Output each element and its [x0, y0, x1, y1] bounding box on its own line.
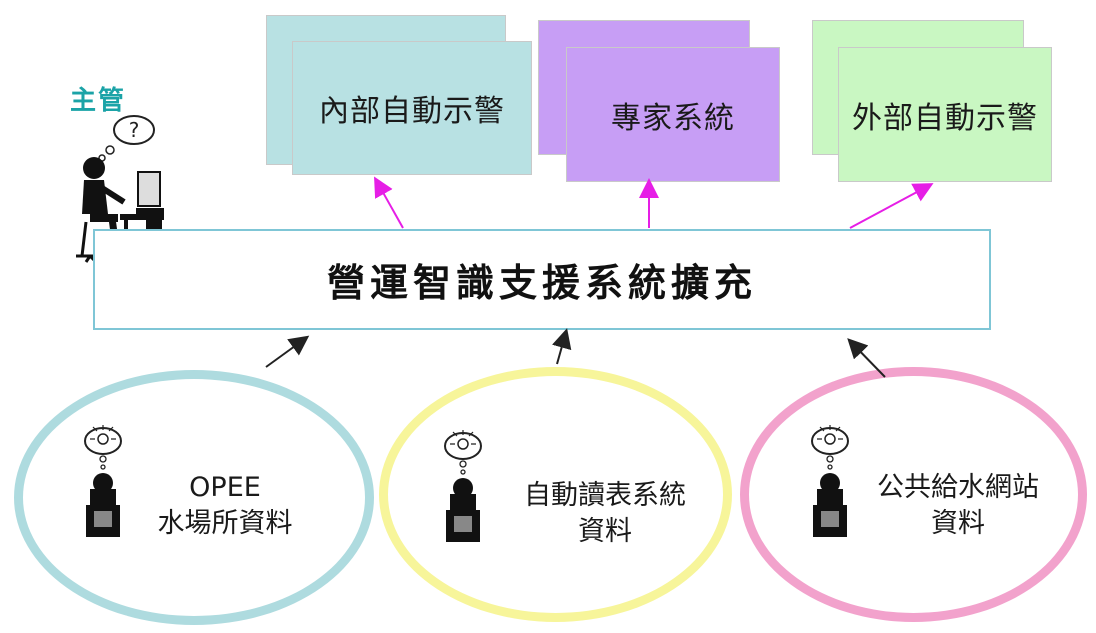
source-opee-line1: OPEE: [189, 472, 261, 503]
user-idea-icon-website: [811, 425, 849, 537]
output-card-internal: 內部自動示警: [292, 41, 532, 175]
central-system-title: 營運智識支援系統擴充: [326, 260, 757, 305]
source-website-line2: 資料: [931, 508, 985, 540]
thought-mark: ?: [129, 118, 140, 142]
arrow-to-internal: [374, 176, 404, 229]
central-system-box: 營運智識支援系統擴充: [93, 229, 991, 330]
source-opee-line2: 水場所資料: [157, 508, 293, 540]
arrow-from-website: [847, 338, 886, 378]
source-website-line1: 公共給水網站: [877, 472, 1039, 503]
source-label-opee: OPEE 水場所資料: [150, 470, 300, 543]
arrow-from-opee: [265, 335, 310, 368]
output-label-external: 外部自動示警: [852, 100, 1038, 136]
source-label-meter: 自動讀表系統 資料: [500, 478, 710, 551]
arrow-to-external: [849, 183, 934, 229]
arrow-from-meter: [552, 328, 572, 365]
output-card-external: 外部自動示警: [838, 47, 1052, 182]
output-label-internal: 內部自動示警: [319, 94, 505, 129]
source-ring-opee: [14, 370, 374, 625]
user-idea-icon-opee: [84, 425, 122, 537]
output-label-expert: 專家系統: [611, 100, 735, 136]
output-card-expert: 專家系統: [566, 47, 780, 182]
source-meter-line1: 自動讀表系統: [524, 480, 686, 511]
source-meter-line2: 資料: [578, 516, 632, 548]
source-ring-meter: [379, 367, 732, 622]
manager-label: 主管: [70, 86, 127, 116]
user-idea-icon-meter: [444, 430, 482, 542]
source-label-website: 公共給水網站 資料: [858, 470, 1058, 543]
source-ring-website: [740, 367, 1087, 622]
